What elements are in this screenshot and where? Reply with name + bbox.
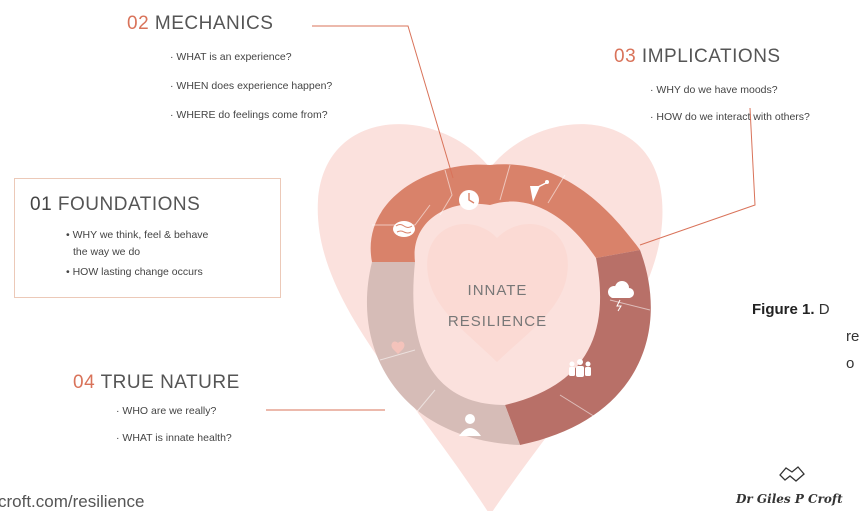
implications-title: IMPLICATIONS <box>641 46 781 67</box>
implications-bullet: · HOW do we interact with others? <box>650 111 810 123</box>
segment-implications <box>505 250 651 445</box>
foundations-box <box>14 178 281 298</box>
footer-url[interactable]: croft.com/resilience <box>0 492 145 511</box>
true-nature-heading: 04 TRUE NATURE <box>73 372 240 394</box>
heart-icon <box>391 341 405 354</box>
mechanics-bullet: · WHERE do feelings come from? <box>170 109 328 121</box>
mechanics-bullet: · WHEN does experience happen? <box>170 80 333 92</box>
mechanics-bullet: · WHAT is an experience? <box>170 51 292 63</box>
figure-caption-line1: Figure 1. D <box>752 301 830 318</box>
implications-number: 03 <box>614 46 637 67</box>
center-label-line2: RESILIENCE <box>447 313 548 330</box>
true-nature-bullet: · WHO are we really? <box>116 405 217 417</box>
people-icon <box>569 359 591 377</box>
true-nature-bullet: · WHAT is innate health? <box>116 432 232 444</box>
figure-caption-line3: o <box>846 355 855 372</box>
person-icon <box>459 414 481 436</box>
brain-icon <box>393 221 415 237</box>
foundations-number: 01 <box>30 194 53 215</box>
foundations-bullet: • HOW lasting change occurs <box>66 266 203 278</box>
true-nature-number: 04 <box>73 372 96 393</box>
figure-caption-line2: re <box>846 328 860 345</box>
foundations-bullet: the way we do <box>73 246 141 258</box>
foundations-heading: 01 FOUNDATIONS <box>30 194 200 216</box>
segment-dividers <box>372 164 651 421</box>
segment-mechanics <box>370 164 640 262</box>
author-signature: Dr Giles P Croft <box>736 492 843 506</box>
inner-heart <box>427 224 568 362</box>
clock-icon <box>459 190 479 210</box>
figure-caption-text: D <box>818 301 830 318</box>
storm-cloud-icon <box>608 281 634 312</box>
foundations-title: FOUNDATIONS <box>57 194 201 215</box>
true-nature-title: TRUE NATURE <box>100 372 240 393</box>
mechanics-number: 02 <box>127 13 150 34</box>
segment-true-nature <box>366 262 520 445</box>
implications-bullet: · WHY do we have moods? <box>650 84 778 96</box>
connector-lines <box>266 25 756 411</box>
mechanics-title: MECHANICS <box>154 13 274 34</box>
handshake-logo-icon <box>779 466 805 482</box>
mechanics-heading: 02 MECHANICS <box>127 13 273 35</box>
center-label-line1: INNATE <box>467 282 528 299</box>
implications-heading: 03 IMPLICATIONS <box>614 46 781 68</box>
figure-label: Figure 1. <box>752 301 815 318</box>
satellite-dish-icon <box>530 180 549 202</box>
foundations-bullet: • WHY we think, feel & behave <box>66 229 209 241</box>
